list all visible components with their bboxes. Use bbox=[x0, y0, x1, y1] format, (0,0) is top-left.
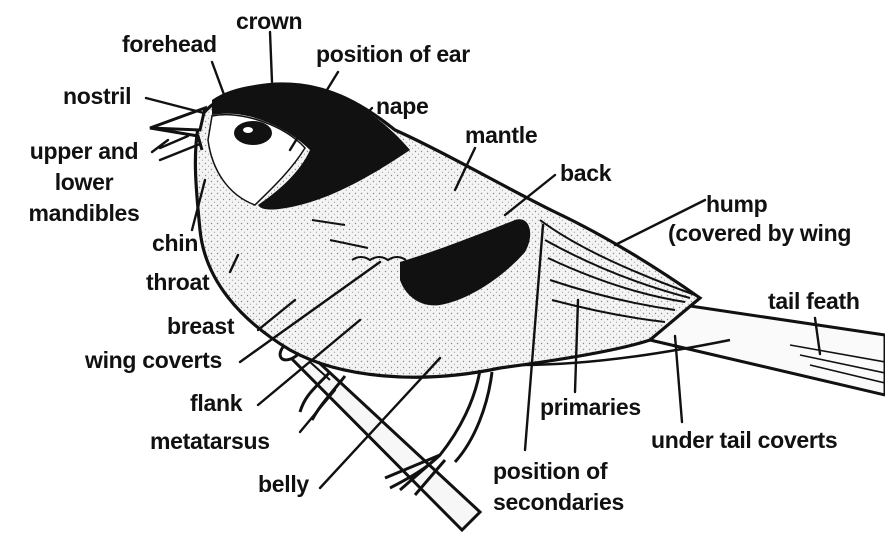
label-tail-feathers: tail feath bbox=[768, 290, 860, 313]
label-under-tail-coverts: under tail coverts bbox=[651, 429, 837, 452]
label-secondaries-line1: position of bbox=[493, 460, 607, 483]
label-chin: chin bbox=[152, 232, 198, 255]
label-breast: breast bbox=[167, 315, 234, 338]
label-hump-line2: (covered by wing bbox=[668, 222, 851, 245]
label-metatarsus: metatarsus bbox=[150, 430, 270, 453]
label-primaries: primaries bbox=[540, 396, 641, 419]
label-nostril: nostril bbox=[63, 85, 131, 108]
label-mandibles-line3: mandibles bbox=[4, 202, 164, 225]
label-forehead: forehead bbox=[122, 33, 217, 56]
label-mantle: mantle bbox=[465, 124, 537, 147]
label-mandibles-line1: upper and bbox=[4, 140, 164, 163]
label-secondaries-line2: secondaries bbox=[493, 491, 624, 514]
eye bbox=[234, 121, 272, 145]
label-mandibles-line2: lower bbox=[4, 171, 164, 194]
label-crown: crown bbox=[236, 10, 302, 33]
label-position-of-ear: position of ear bbox=[316, 43, 470, 66]
label-wing-coverts: wing coverts bbox=[85, 349, 222, 372]
label-throat: throat bbox=[146, 271, 209, 294]
label-hump-line1: hump bbox=[706, 193, 767, 216]
label-back: back bbox=[560, 162, 611, 185]
label-belly: belly bbox=[258, 473, 309, 496]
label-flank: flank bbox=[190, 392, 242, 415]
label-nape: nape bbox=[376, 95, 428, 118]
